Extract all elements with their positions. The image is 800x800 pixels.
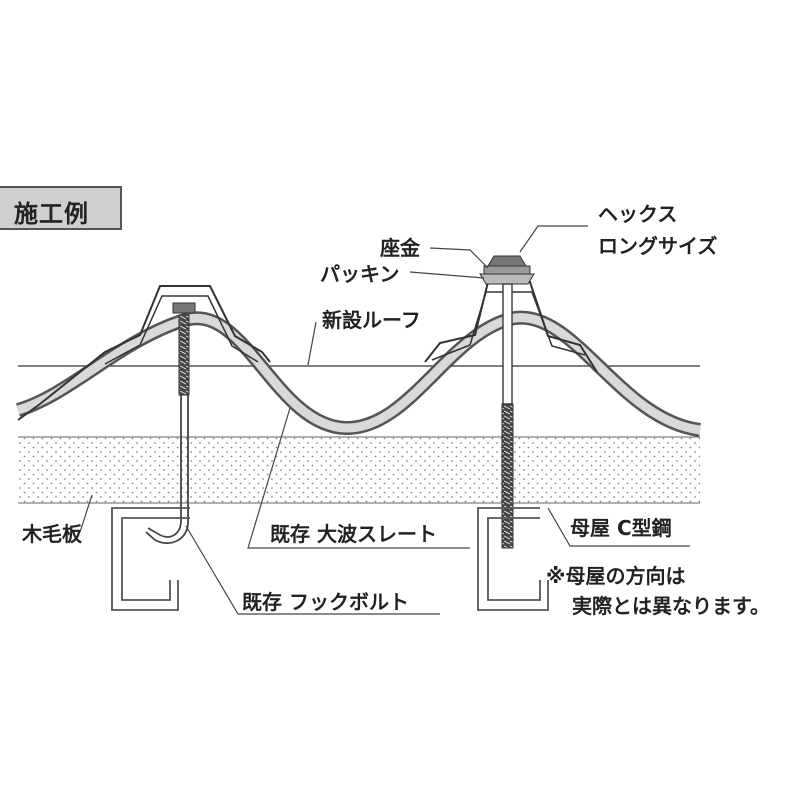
label-existing-slate: 既存 大波スレート <box>270 522 437 546</box>
leader-slate <box>247 407 470 549</box>
screw-thread <box>501 403 514 549</box>
leader-hex <box>519 225 588 253</box>
new-roof-left <box>17 285 271 421</box>
new-roof-left-inner <box>104 295 259 365</box>
hook-bolt-thread <box>178 314 190 396</box>
label-hex-line2: ロングサイズ <box>598 234 718 258</box>
existing-slate-wave <box>15 310 702 437</box>
hex-head <box>487 255 527 267</box>
label-purlin: 母屋 C型鋼 <box>570 516 672 540</box>
leader-wood-board <box>79 494 93 533</box>
screw-shank <box>502 283 513 405</box>
leader-hook <box>185 525 440 615</box>
title: 施工例 <box>14 200 89 228</box>
label-new-roof: 新設ルーフ <box>322 308 421 332</box>
leader-new-roof <box>307 321 317 366</box>
label-washer: 座金 <box>380 236 420 260</box>
label-existing-hook: 既存 フックボルト <box>242 590 409 614</box>
packing <box>479 273 535 285</box>
leader-washer <box>429 247 489 269</box>
label-wood-board: 木毛板 <box>22 522 82 546</box>
wood-wool-board <box>18 437 700 503</box>
title-box: 施工例 <box>0 186 122 230</box>
leader-packing <box>409 271 485 279</box>
washer <box>483 265 531 275</box>
purlin-right <box>477 507 549 611</box>
label-note-line1: ※母屋の方向は <box>546 564 686 588</box>
hook-bolt-nut <box>172 302 196 314</box>
hook-bolt-shank <box>145 395 189 544</box>
label-packing: パッキン <box>320 262 400 286</box>
label-note-line2: 実際とは異なります。 <box>572 594 770 618</box>
leader-purlin <box>547 507 690 547</box>
label-hex-line1: ヘックス <box>598 202 678 226</box>
purlin-left <box>111 507 190 611</box>
